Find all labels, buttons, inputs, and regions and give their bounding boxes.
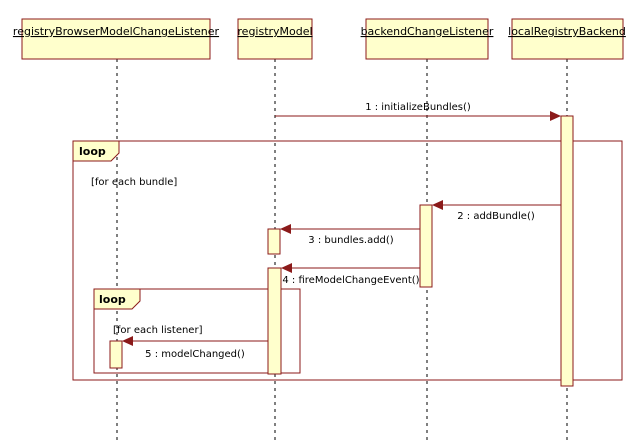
message-label: 2 : addBundle() — [457, 211, 535, 222]
message-label: 4 : fireModelChangeEvent() — [282, 275, 419, 286]
loop-guard: [for each bundle] — [91, 177, 177, 188]
message-4[interactable]: 4 : fireModelChangeEvent() — [281, 263, 420, 286]
loop-frame-listeners: loop [for each listener] — [93, 288, 301, 374]
lifeline-registryBrowserModelChangeListener[interactable]: registryBrowserModelChangeListener — [13, 18, 220, 60]
message-1[interactable]: 1 : initializeBundles() — [275, 102, 561, 121]
message-5[interactable]: 5 : modelChanged() — [122, 336, 268, 360]
lifeline-backendChangeListener[interactable]: backendChangeListener — [361, 18, 494, 60]
message-label: 1 : initializeBundles() — [365, 102, 471, 113]
lifeline-localRegistryBackend[interactable]: localRegistryBackend — [508, 18, 626, 60]
message-3[interactable]: 3 : bundles.add() — [280, 224, 420, 246]
loop-frame-label: loop — [99, 293, 126, 306]
lifeline-registryModel[interactable]: registryModel — [237, 18, 313, 60]
loop-guard: [for each listener] — [113, 325, 203, 336]
loop-frame-label: loop — [79, 145, 106, 158]
lifeline-title: registryBrowserModelChangeListener — [13, 25, 220, 38]
message-label: 5 : modelChanged() — [145, 349, 245, 360]
message-2[interactable]: 2 : addBundle() — [432, 200, 561, 222]
lifeline-title: localRegistryBackend — [508, 25, 626, 38]
activation-bar-localRegistryBackend — [560, 115, 574, 387]
message-label: 3 : bundles.add() — [308, 235, 394, 246]
activation-bar-registryBrowserModelChangeListener — [109, 340, 123, 369]
activation-bar-registryModel-fire — [267, 267, 282, 375]
lifeline-title: backendChangeListener — [361, 25, 494, 38]
activation-bar-backendChangeListener — [419, 204, 433, 288]
loop-frame-bundles: loop [for each bundle] — [72, 140, 623, 381]
activation-bar-registryModel-add — [267, 228, 281, 255]
lifeline-title: registryModel — [237, 25, 312, 38]
